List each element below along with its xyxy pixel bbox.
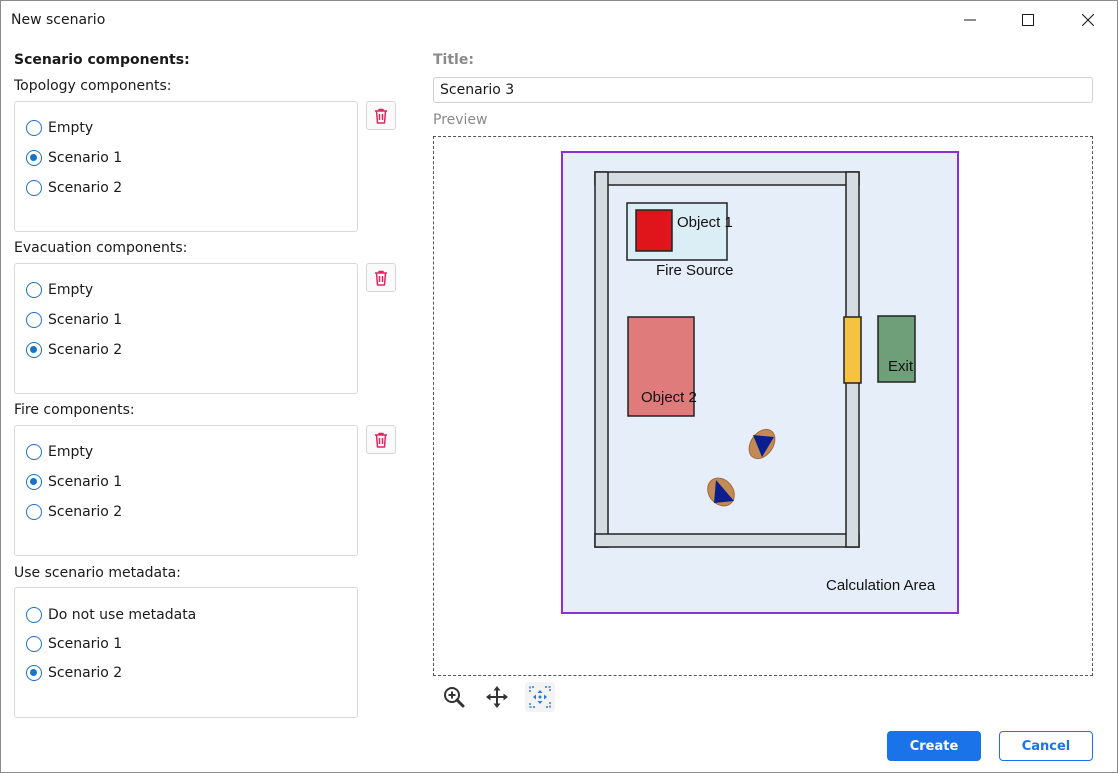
radio-circle — [26, 312, 42, 328]
fire-label: Fire components: — [14, 402, 135, 418]
fire-source-label: Fire Source — [656, 262, 734, 279]
title-field-label: Title: — [433, 52, 474, 68]
topology-option-empty[interactable]: Empty — [26, 118, 93, 138]
person-1 — [748, 428, 776, 460]
evacuation-option-scenario-2[interactable]: Scenario 2 — [26, 340, 122, 360]
move-button[interactable] — [482, 682, 512, 712]
title-input[interactable] — [433, 77, 1093, 103]
radio-circle — [26, 444, 42, 460]
fire-group: Empty Scenario 1 Scenario 2 — [14, 425, 358, 556]
close-icon — [1082, 14, 1094, 26]
fit-view-button[interactable] — [525, 682, 555, 712]
wall-left — [594, 171, 609, 548]
wall-top — [594, 171, 860, 186]
radio-circle — [26, 342, 42, 358]
radio-circle — [26, 665, 42, 681]
trash-icon — [375, 108, 387, 124]
preview-canvas[interactable]: Object 1 Fire Source Object 2 Exit Calcu… — [433, 136, 1093, 676]
minimize-button[interactable] — [941, 1, 999, 39]
delete-evacuation-button[interactable] — [366, 263, 396, 292]
fire-option-empty[interactable]: Empty — [26, 442, 93, 462]
evacuation-group: Empty Scenario 1 Scenario 2 — [14, 263, 358, 394]
zoom-in-button[interactable] — [439, 682, 469, 712]
scenario-preview: Object 1 Fire Source Object 2 Exit Calcu… — [561, 151, 959, 614]
radio-circle — [26, 474, 42, 490]
topology-label: Topology components: — [14, 78, 172, 94]
calculation-area-label: Calculation Area — [826, 577, 936, 594]
metadata-group: Do not use metadata Scenario 1 Scenario … — [14, 587, 358, 718]
metadata-option-scenario-2[interactable]: Scenario 2 — [26, 663, 122, 683]
close-button[interactable] — [1059, 1, 1117, 39]
zoom-in-icon — [444, 687, 465, 708]
metadata-label: Use scenario metadata: — [14, 565, 181, 581]
object-2-label: Object 2 — [641, 389, 697, 406]
title-bar: New scenario — [1, 1, 1117, 39]
maximize-icon — [1022, 14, 1034, 26]
topology-option-scenario-2[interactable]: Scenario 2 — [26, 178, 122, 198]
delete-fire-button[interactable] — [366, 425, 396, 454]
evacuation-label: Evacuation components: — [14, 240, 188, 256]
cancel-button[interactable]: Cancel — [999, 731, 1093, 761]
fire-source — [635, 209, 673, 252]
radio-circle — [26, 150, 42, 166]
fire-option-scenario-1[interactable]: Scenario 1 — [26, 472, 122, 492]
maximize-button[interactable] — [999, 1, 1057, 39]
minimize-icon — [964, 19, 976, 21]
radio-circle — [26, 180, 42, 196]
door — [843, 316, 862, 384]
radio-circle — [26, 607, 42, 623]
object-1-label: Object 1 — [677, 214, 733, 231]
components-heading: Scenario components: — [14, 52, 190, 68]
object-2 — [627, 316, 695, 417]
topology-group: Empty Scenario 1 Scenario 2 — [14, 101, 358, 232]
window-title: New scenario — [11, 12, 106, 28]
exit — [877, 315, 916, 383]
preview-label: Preview — [433, 112, 488, 128]
trash-icon — [375, 270, 387, 286]
fit-view-icon — [529, 686, 551, 708]
person-2 — [707, 477, 735, 507]
wall-bottom — [594, 533, 860, 548]
radio-circle — [26, 636, 42, 652]
evacuation-option-empty[interactable]: Empty — [26, 280, 93, 300]
radio-circle — [26, 282, 42, 298]
topology-option-scenario-1[interactable]: Scenario 1 — [26, 148, 122, 168]
fire-option-scenario-2[interactable]: Scenario 2 — [26, 502, 122, 522]
metadata-option-none[interactable]: Do not use metadata — [26, 605, 196, 625]
trash-icon — [375, 432, 387, 448]
radio-circle — [26, 504, 42, 520]
create-button[interactable]: Create — [887, 731, 981, 761]
move-icon — [486, 686, 508, 708]
evacuation-option-scenario-1[interactable]: Scenario 1 — [26, 310, 122, 330]
exit-label: Exit — [888, 358, 914, 375]
metadata-option-scenario-1[interactable]: Scenario 1 — [26, 634, 122, 654]
delete-topology-button[interactable] — [366, 101, 396, 130]
radio-circle — [26, 120, 42, 136]
